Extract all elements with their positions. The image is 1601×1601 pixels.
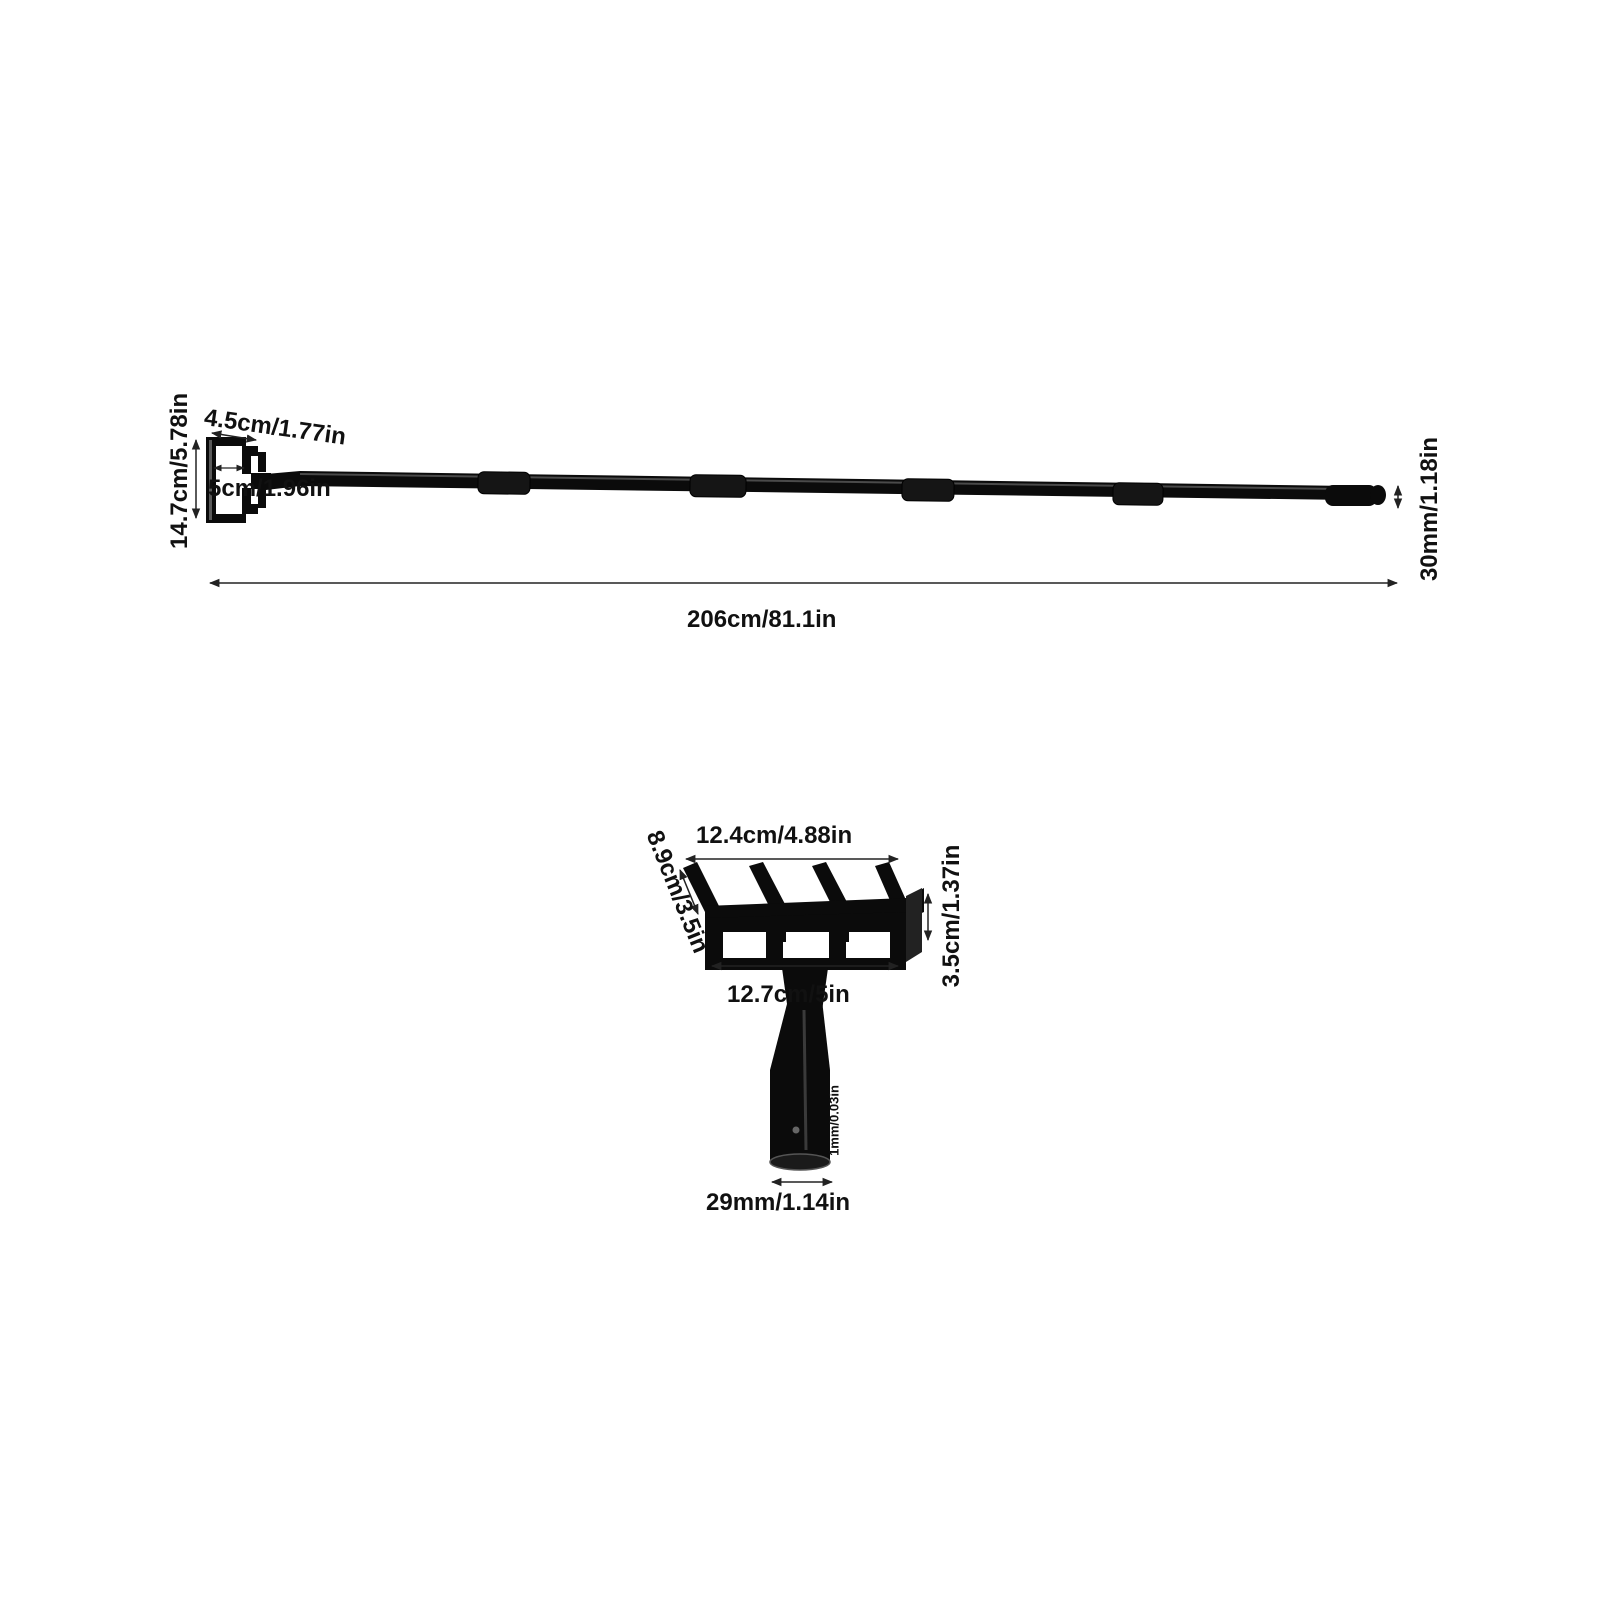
rake-bottom-width-label: 12.7cm/5in [727,981,850,1008]
wall-thickness-label: 1mm/0.03in [826,1085,842,1156]
head-inner-label: 5cm/1.96in [208,475,331,502]
rake-tine-length-dim-line [679,869,699,915]
pole-diameter-label: 30mm/1.18in [1416,436,1443,582]
socket-handle [769,1000,831,1171]
rake-head-closeup [679,854,933,1187]
head-depth-dim-line [210,430,258,443]
full-tool [191,430,1403,588]
socket-diameter-label: 29mm/1.14in [706,1189,851,1216]
rake-top-width-label: 12.4cm/4.88in [696,822,853,849]
head-height-label: 14.7cm/5.78in [166,392,193,549]
telescopic-pole [266,471,1386,506]
total-length-label: 206cm/81.1in [687,606,837,633]
rake-frame [705,912,906,970]
rake-height-label: 3.5cm/1.37in [938,844,965,988]
